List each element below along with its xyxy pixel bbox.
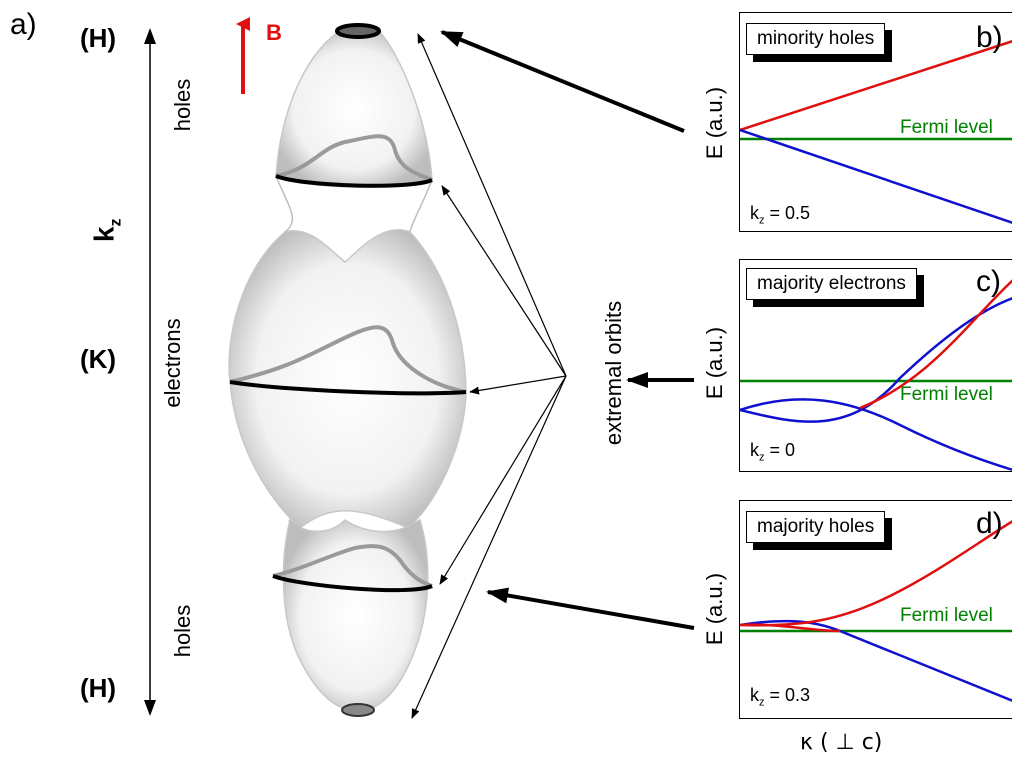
panel-b-fermi-label: Fermi level xyxy=(900,117,993,138)
panel-d-fermi-label: Fermi level xyxy=(900,605,993,626)
panel-d-plot xyxy=(740,520,1012,702)
b-field-label: B xyxy=(266,20,282,45)
extremal-orbits-label: extremal orbits xyxy=(601,300,626,446)
panel-b-kz: kz = 0.5 xyxy=(750,203,811,227)
fermi-surface xyxy=(228,23,467,717)
panel-arrows xyxy=(440,30,695,630)
blue-band xyxy=(740,128,1012,224)
panel-b-plot xyxy=(740,40,1012,224)
panel-c-kz: kz = 0 xyxy=(750,440,796,464)
panel-c-fermi-label: Fermi level xyxy=(900,384,993,405)
blue-band-upper xyxy=(740,398,1012,471)
panel-d-legend: majority holes xyxy=(746,511,886,543)
region-bottom-holes: holes xyxy=(170,604,195,658)
blue-band xyxy=(740,619,1012,702)
red-band xyxy=(740,40,1012,132)
panel-b-legend: minority holes xyxy=(746,23,886,55)
panel-c-ylabel: E (a.u.) xyxy=(702,326,727,400)
kz-top-point: (H) xyxy=(80,23,117,53)
panel-d-kz: kz = 0.3 xyxy=(750,685,811,709)
kz-middle-point: (K) xyxy=(80,344,117,374)
region-electrons: electrons xyxy=(160,318,185,408)
panel-c-plot xyxy=(740,279,1012,471)
panel-d: majority holes d) Fermi level kz = 0.3 xyxy=(739,500,1012,719)
kz-arrow-top xyxy=(144,28,156,44)
red-band-upper xyxy=(740,520,1012,627)
panel-b-ylabel: E (a.u.) xyxy=(702,86,727,160)
x-axis-label: κ ( ⊥ c) xyxy=(800,730,883,755)
panel-c: majority electrons c) Fermi level kz = 0 xyxy=(739,259,1012,472)
kz-axis-label: kz xyxy=(88,218,125,243)
red-band xyxy=(859,279,1012,410)
panel-c-letter: c) xyxy=(976,265,1001,298)
region-top-holes: holes xyxy=(170,78,195,132)
panel-d-letter: d) xyxy=(976,507,1003,540)
panel-c-legend: majority electrons xyxy=(746,268,917,300)
kz-bottom-point: (H) xyxy=(80,673,117,703)
panel-b-letter: b) xyxy=(976,21,1003,54)
panel-b: minority holes b) Fermi level kz = 0.5 xyxy=(739,12,1012,232)
extremal-orbit-arrows xyxy=(411,33,567,719)
panel-d-ylabel: E (a.u.) xyxy=(702,572,727,646)
panel-a-label: a) xyxy=(10,8,37,41)
kz-arrow-bottom xyxy=(144,700,156,716)
